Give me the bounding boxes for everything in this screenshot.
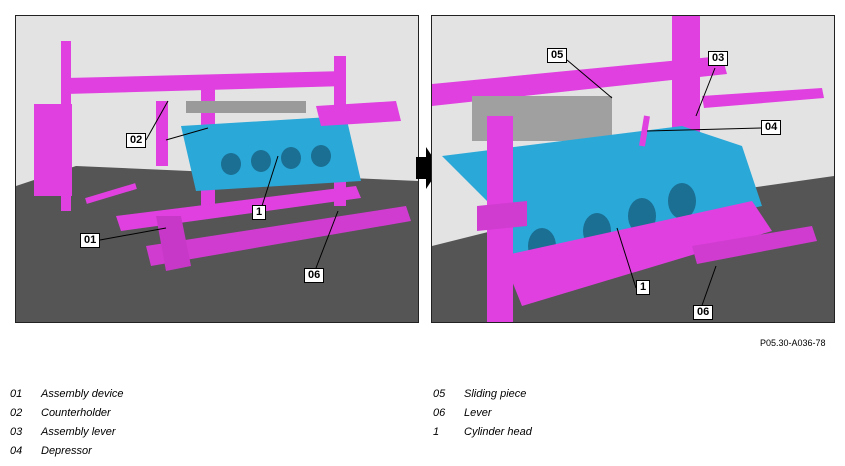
legend-label: Counterholder (41, 407, 111, 419)
legend-code: 06 (433, 407, 446, 419)
callout-05-right: 05 (547, 48, 568, 63)
callout-1-right: 1 (636, 280, 651, 295)
legend-label: Cylinder head (464, 426, 532, 438)
left-illustration-panel (15, 15, 419, 323)
callout-03-right: 03 (708, 51, 729, 66)
legend-code: 01 (10, 388, 23, 400)
right-illustration-panel (431, 15, 835, 323)
callout-1-left: 1 (252, 205, 267, 220)
assembly-device-overview-drawing (16, 16, 418, 322)
legend-code: 05 (433, 388, 446, 400)
callout-02-left: 02 (126, 133, 147, 148)
legend-code: 02 (10, 407, 23, 419)
callout-06-left: 06 (304, 268, 325, 283)
legend-code: 1 (433, 426, 440, 438)
legend-label: Depressor (41, 445, 92, 457)
callout-04-right: 04 (761, 120, 782, 135)
legend-label: Assembly lever (41, 426, 116, 438)
assembly-device-detail-drawing (432, 16, 834, 322)
transition-arrow-icon (416, 147, 440, 189)
legend-code: 03 (10, 426, 23, 438)
figure-reference-code: P05.30-A036-78 (760, 338, 826, 348)
legend-label: Sliding piece (464, 388, 527, 400)
legend-label: Lever (464, 407, 492, 419)
legend-label: Assembly device (41, 388, 124, 400)
callout-06-right: 06 (693, 305, 714, 320)
callout-01-left: 01 (80, 233, 101, 248)
legend-code: 04 (10, 445, 23, 457)
